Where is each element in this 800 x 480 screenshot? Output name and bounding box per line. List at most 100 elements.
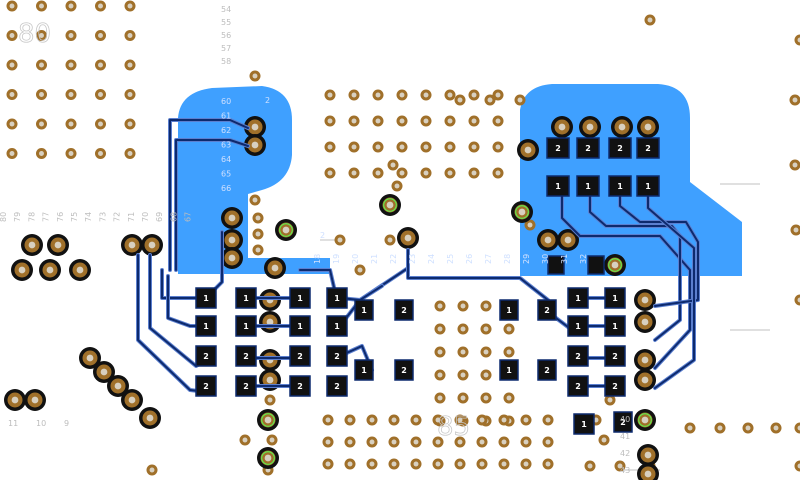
- via: [95, 59, 106, 71]
- trace: [169, 119, 249, 271]
- via-hole: [127, 151, 133, 156]
- via-hole: [39, 151, 44, 156]
- via: [322, 458, 334, 470]
- via-hole: [228, 214, 236, 222]
- via: [396, 115, 408, 127]
- col-label-vertical: 67: [184, 212, 193, 222]
- via: [542, 458, 554, 470]
- via-hole: [127, 3, 133, 9]
- via: [480, 300, 492, 312]
- via: [454, 458, 466, 470]
- via: [366, 414, 378, 426]
- via-hole: [375, 92, 381, 98]
- via: [396, 89, 408, 101]
- via-hole: [501, 439, 507, 445]
- via-hole: [564, 236, 572, 244]
- via: [82, 350, 98, 366]
- row-label-top: 55: [221, 18, 231, 27]
- pad-label: 1: [361, 366, 367, 375]
- via: [324, 141, 336, 153]
- right-label: 41: [620, 432, 630, 441]
- via-hole: [351, 170, 357, 176]
- plated-hole: [275, 219, 297, 241]
- via: [324, 115, 336, 127]
- pad-label: 2: [555, 144, 561, 153]
- col-label-vertical: 72: [113, 212, 122, 222]
- via-hole: [127, 33, 133, 38]
- via-highlight: [638, 413, 652, 427]
- smd-pad: 1: [289, 315, 311, 337]
- via: [96, 364, 112, 380]
- pad-label: 1: [506, 366, 512, 375]
- via: [110, 378, 126, 394]
- via-hole: [375, 170, 381, 176]
- via-hole: [351, 92, 357, 98]
- via-hole: [644, 451, 652, 459]
- smd-pad: 2: [567, 345, 589, 367]
- pad-rect: [604, 345, 626, 367]
- via-hole: [46, 266, 54, 274]
- via: [14, 262, 30, 278]
- smd-pad: 2: [567, 375, 589, 397]
- row-label-left: 60: [221, 97, 231, 106]
- via: [264, 394, 276, 406]
- via-hole: [523, 417, 529, 423]
- via-hole: [479, 417, 485, 423]
- via: [124, 59, 136, 71]
- col-label-bottom: 21: [370, 254, 379, 264]
- via-hole: [471, 92, 477, 98]
- via: [444, 167, 456, 179]
- col-label-bottom: 23: [408, 254, 417, 264]
- via: [492, 167, 504, 179]
- via: [444, 89, 456, 101]
- via: [789, 94, 800, 106]
- via: [27, 392, 43, 408]
- via-hole: [435, 417, 441, 423]
- via: [480, 346, 492, 358]
- via-ring: [794, 294, 800, 306]
- smd-pad: 1: [573, 413, 595, 435]
- trace: [161, 269, 207, 299]
- pad-label: 2: [203, 352, 209, 361]
- smd-pad: 2: [537, 359, 557, 381]
- via: [789, 159, 800, 171]
- via: [637, 292, 653, 308]
- plated-hole: [93, 361, 115, 383]
- via-hole: [325, 461, 331, 467]
- via-hole: [506, 326, 512, 332]
- via: [542, 436, 554, 448]
- pad-rect: [235, 345, 257, 367]
- via: [498, 436, 510, 448]
- via-hole: [523, 461, 529, 467]
- smd-pad: 1: [195, 315, 217, 337]
- via-hole: [495, 144, 501, 150]
- via: [503, 346, 515, 358]
- via-hole: [423, 118, 429, 124]
- via: [247, 119, 263, 135]
- plated-hole: [634, 369, 656, 391]
- via: [278, 222, 294, 238]
- smd-pad: 1: [567, 315, 589, 337]
- corner-label: 2: [265, 96, 270, 105]
- via: [420, 115, 432, 127]
- via: [36, 30, 47, 41]
- via-ring: [794, 460, 800, 472]
- plated-hole: [397, 227, 419, 249]
- via-hole: [797, 425, 800, 431]
- via: [6, 30, 18, 41]
- via: [6, 0, 18, 12]
- pad-label: 1: [297, 294, 303, 303]
- via: [434, 300, 446, 312]
- smd-pad: 2: [235, 345, 257, 367]
- via: [348, 141, 360, 153]
- via: [457, 300, 469, 312]
- via: [65, 59, 77, 71]
- plated-hole: [69, 259, 91, 281]
- pad-label: 2: [243, 352, 249, 361]
- via-hole: [792, 162, 798, 168]
- smd-pad: 2: [326, 345, 348, 367]
- smd-pad: 1: [499, 299, 519, 321]
- via-hole: [587, 463, 593, 469]
- plated-hole: [244, 116, 266, 138]
